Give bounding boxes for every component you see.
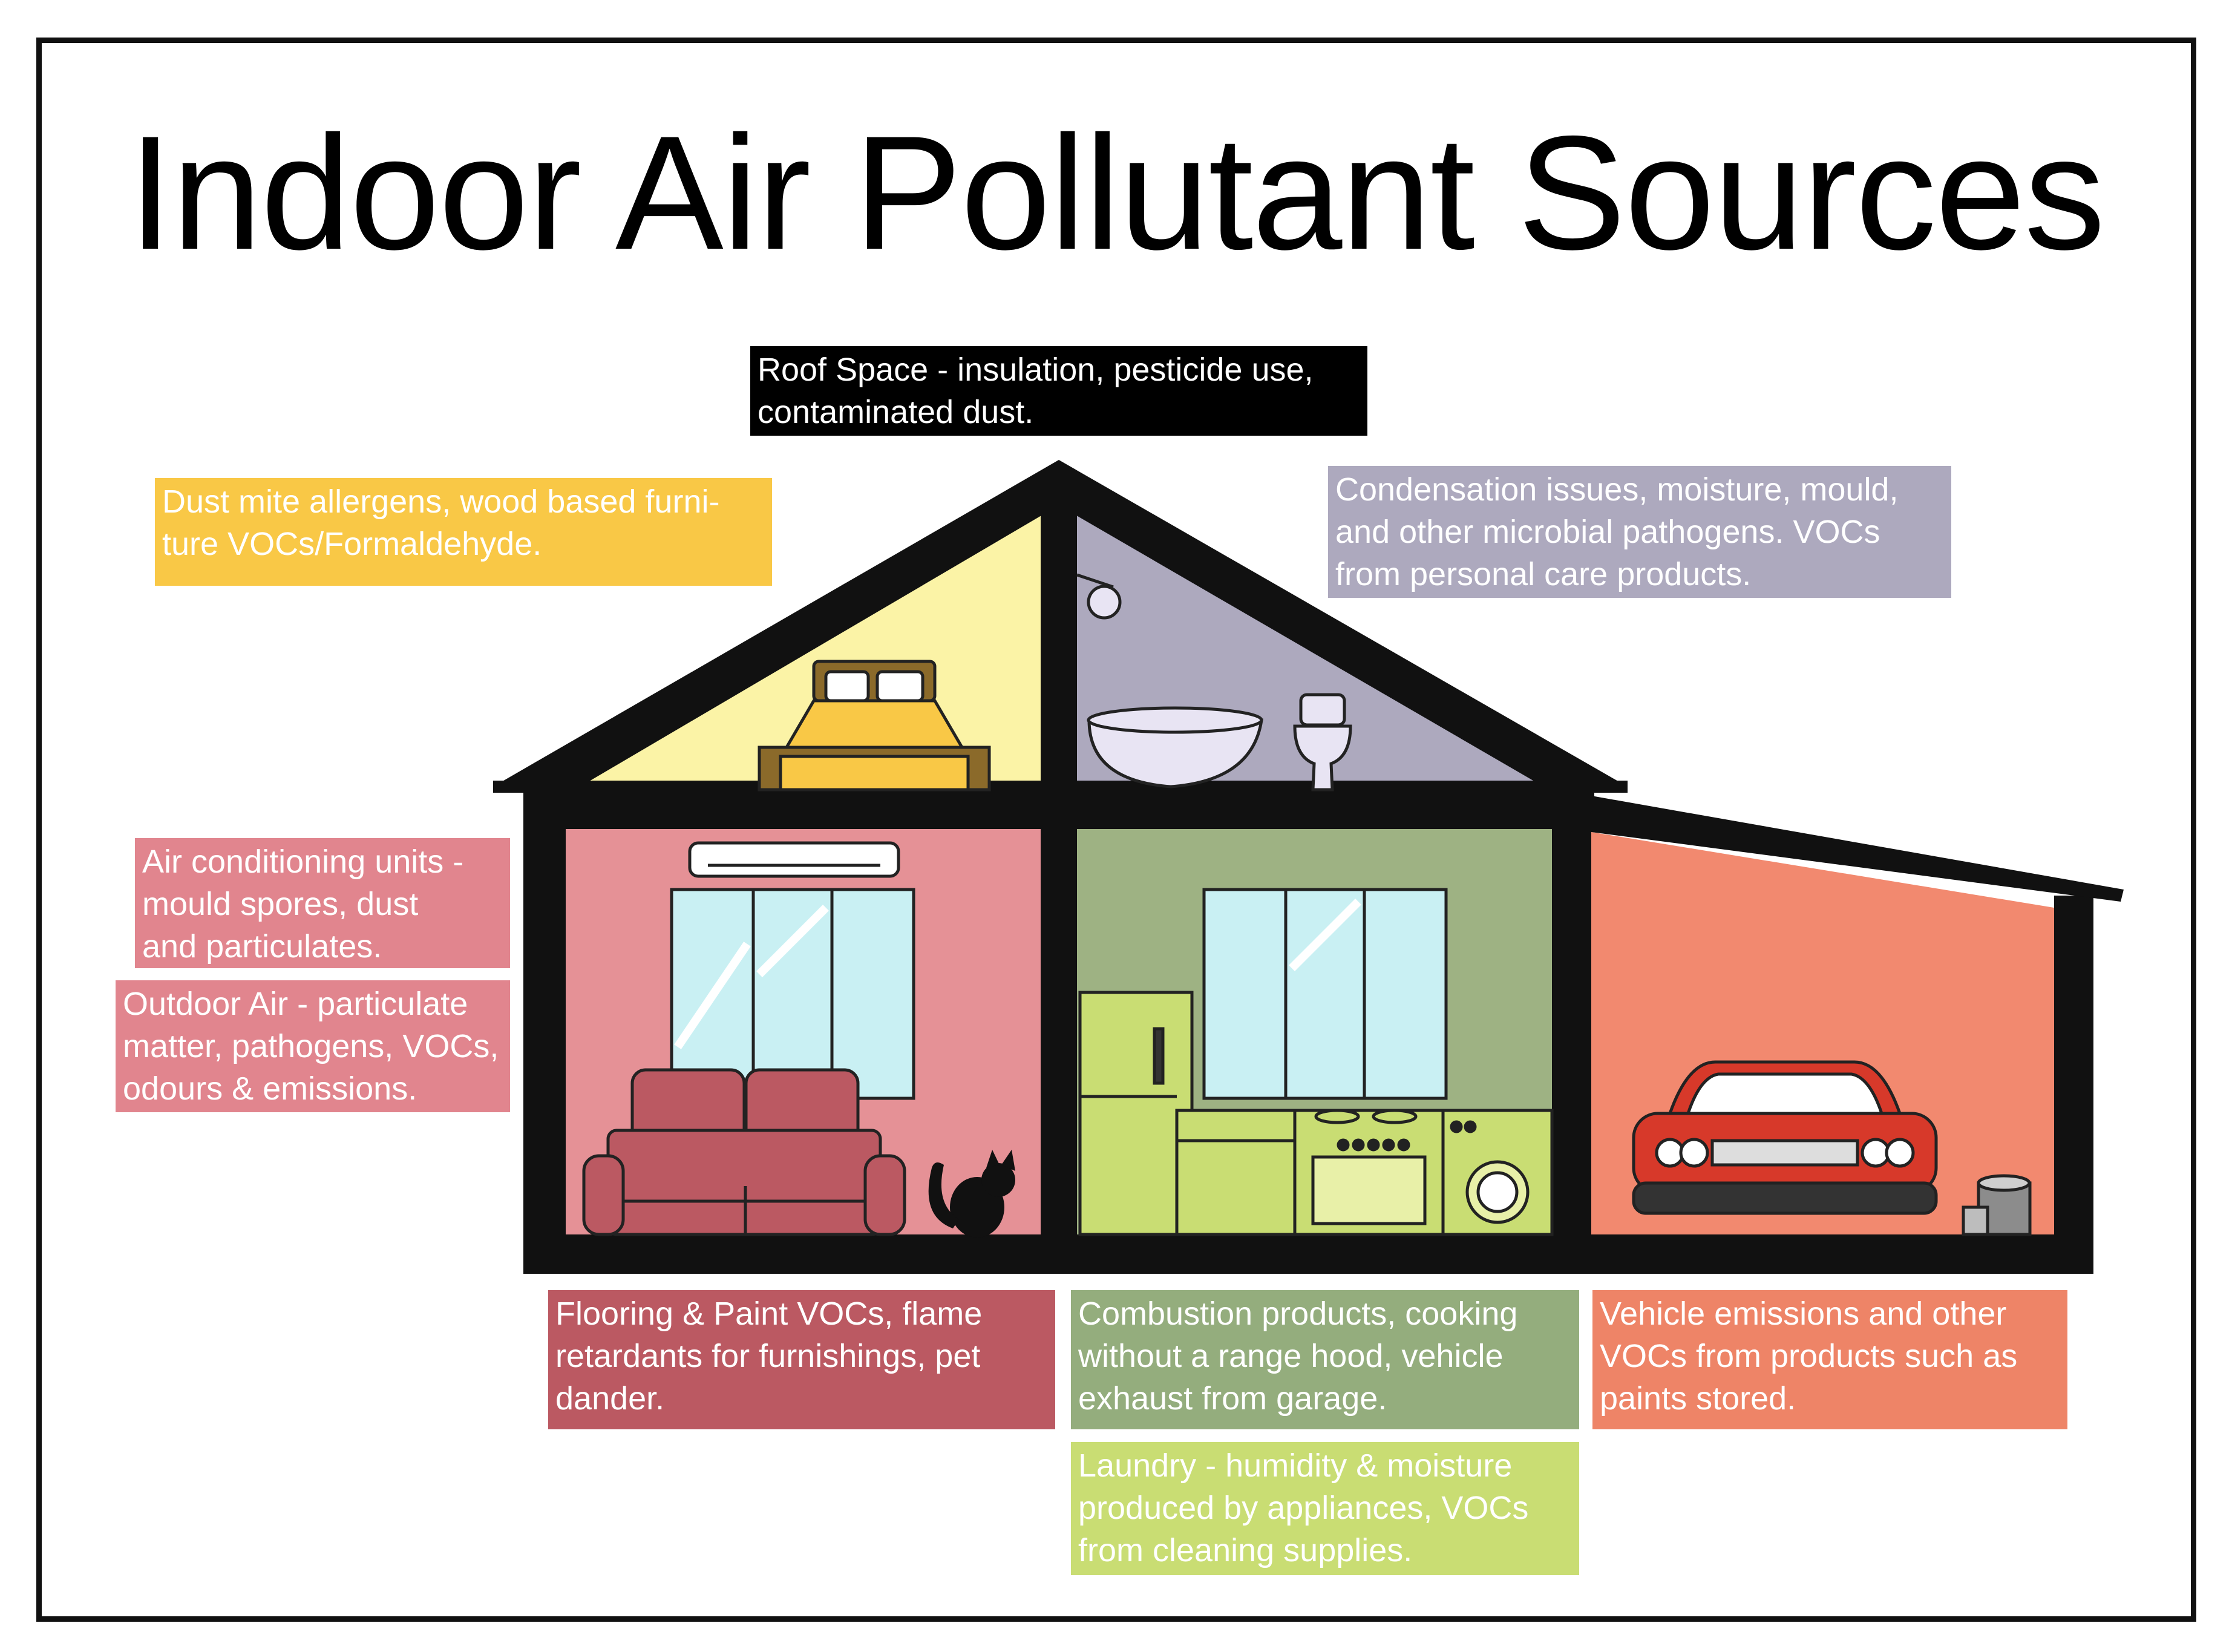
- label-air-conditioning: Air conditioning units - mould spores, d…: [135, 838, 510, 968]
- label-kitchen: Combustion products, cooking without a r…: [1071, 1290, 1579, 1429]
- car-icon: [1632, 1060, 1938, 1215]
- label-bathroom: Condensation issues, moisture, mould, an…: [1328, 466, 1951, 598]
- page-title: Indoor Air Pollutant Sources: [128, 102, 2105, 283]
- washing-machine-icon: [1441, 1109, 1554, 1236]
- toilet-icon: [1293, 693, 1352, 792]
- kitchen-window-icon: [1202, 888, 1448, 1100]
- house-structure: [493, 460, 2124, 1274]
- paint-can-icon: [1962, 1174, 2032, 1236]
- living-window-icon: [670, 888, 915, 1100]
- bathtub-icon: [1087, 706, 1263, 788]
- fridge-icon: [1078, 991, 1194, 1236]
- label-outdoor-air: Outdoor Air - particulate matter, pathog…: [116, 980, 510, 1112]
- label-living-room: Flooring & Paint VOCs, flame retardants …: [548, 1290, 1055, 1429]
- shower-icon: [1076, 573, 1122, 620]
- air-conditioner-icon: [688, 841, 900, 878]
- bed-icon: [758, 660, 991, 792]
- cat-icon: [928, 1150, 1015, 1237]
- oven-icon: [1293, 1109, 1445, 1236]
- label-roof-space: Roof Space - insulation, pesticide use, …: [750, 346, 1367, 436]
- label-laundry: Laundry - humidity & moisture produced b…: [1071, 1442, 1579, 1575]
- sofa-icon: [582, 1068, 906, 1236]
- label-bedroom: Dust mite allergens, wood based furni- t…: [155, 478, 772, 586]
- label-garage: Vehicle emissions and other VOCs from pr…: [1592, 1290, 2067, 1429]
